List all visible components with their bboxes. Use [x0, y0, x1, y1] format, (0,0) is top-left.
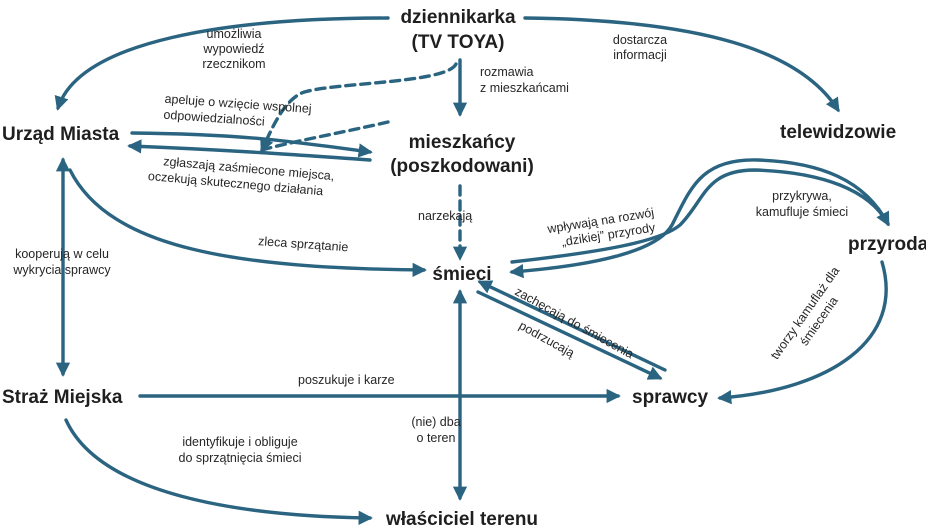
svg-text:wykrycia sprawcy: wykrycia sprawcy: [12, 263, 111, 277]
label-camouflage: tworzy kamuflaż dla śmiecenia: [768, 264, 842, 362]
svg-text:identyfikuje i obliguje: identyfikuje i obliguje: [182, 435, 297, 449]
svg-text:(nie) dba: (nie) dba: [411, 415, 460, 429]
edge-residents-to-cityhall: [127, 139, 372, 162]
edge-cityguard-to-landowner: [64, 418, 373, 525]
edge-journalist-to-cityhall-dashed: [260, 62, 458, 153]
label-talks-residents: rozmawia z mieszkańcami: [480, 65, 569, 95]
svg-text:kooperują w celu: kooperują w celu: [15, 247, 109, 261]
node-journalist-line1: dziennikarka: [400, 7, 516, 28]
node-residents-line2: (poszkodowani): [390, 156, 534, 177]
edge-journalist-to-viewers: [523, 16, 840, 113]
edge-nature-to-perpetrators: [717, 260, 888, 405]
edge-journalist-to-cityhall: [54, 16, 390, 111]
node-residents-line1: mieszkańcy: [409, 132, 516, 153]
svg-text:przykrywa,: przykrywa,: [772, 189, 832, 203]
label-complain: narzekają: [418, 209, 472, 223]
svg-text:z mieszkańcami: z mieszkańcami: [480, 81, 569, 95]
edge-cityhall-to-residents: [130, 131, 373, 158]
edge-perpetrators-to-trash: [477, 280, 667, 372]
label-influences: wpływają na rozwój „dzikiej” przyrody: [545, 205, 656, 249]
label-cares-land: (nie) dba o teren: [411, 415, 460, 445]
edge-cityhall-to-trash: [68, 168, 427, 278]
label-provides-info: dostarcza informacji: [613, 33, 667, 62]
svg-text:rzecznikom: rzecznikom: [202, 57, 265, 71]
svg-text:umożliwia: umożliwia: [207, 27, 262, 41]
edge-residents-to-cityhall-dashed: [260, 120, 390, 152]
label-covers: przykrywa, kamufluje śmieci: [756, 189, 848, 219]
label-enables-statement: umożliwia wypowiedź rzecznikom: [202, 27, 265, 71]
node-city-hall: Urząd Miasta: [2, 124, 120, 145]
node-viewers: telewidzowie: [780, 122, 896, 143]
node-city-guard: Straż Miejska: [2, 387, 123, 408]
label-report: zgłaszają zaśmiecone miejsca, oczekują s…: [147, 154, 335, 198]
svg-text:o teren: o teren: [417, 431, 456, 445]
svg-text:do sprzątnięcia śmieci: do sprzątnięcia śmieci: [179, 451, 302, 465]
label-cooperate: kooperują w celu wykrycia sprawcy: [12, 247, 111, 277]
label-identifies: identyfikuje i obliguje do sprzątnięcia …: [179, 435, 302, 465]
label-orders-cleanup: zleca sprzątanie: [258, 234, 349, 254]
edge-nature-to-trash: [509, 158, 890, 279]
svg-text:wypowiedź: wypowiedź: [202, 42, 264, 56]
svg-text:rozmawia: rozmawia: [480, 65, 534, 79]
label-appeals: apeluje o wzięcie wspólnej odpowiedzialn…: [163, 92, 312, 129]
edge-trash-to-perpetrators: [476, 290, 663, 380]
node-trash: śmieci: [432, 264, 491, 285]
node-nature: przyroda: [848, 234, 926, 255]
svg-text:kamufluje śmieci: kamufluje śmieci: [756, 205, 848, 219]
node-land-owner: właściciel terenu: [385, 509, 538, 527]
label-search-punish: poszukuje i karze: [298, 373, 395, 387]
svg-text:dostarcza: dostarcza: [613, 33, 667, 47]
edge-trash-to-nature: [510, 168, 890, 264]
node-perpetrators: sprawcy: [632, 387, 708, 408]
svg-text:informacji: informacji: [613, 48, 667, 62]
node-journalist-line2: (TV TOYA): [412, 32, 505, 53]
